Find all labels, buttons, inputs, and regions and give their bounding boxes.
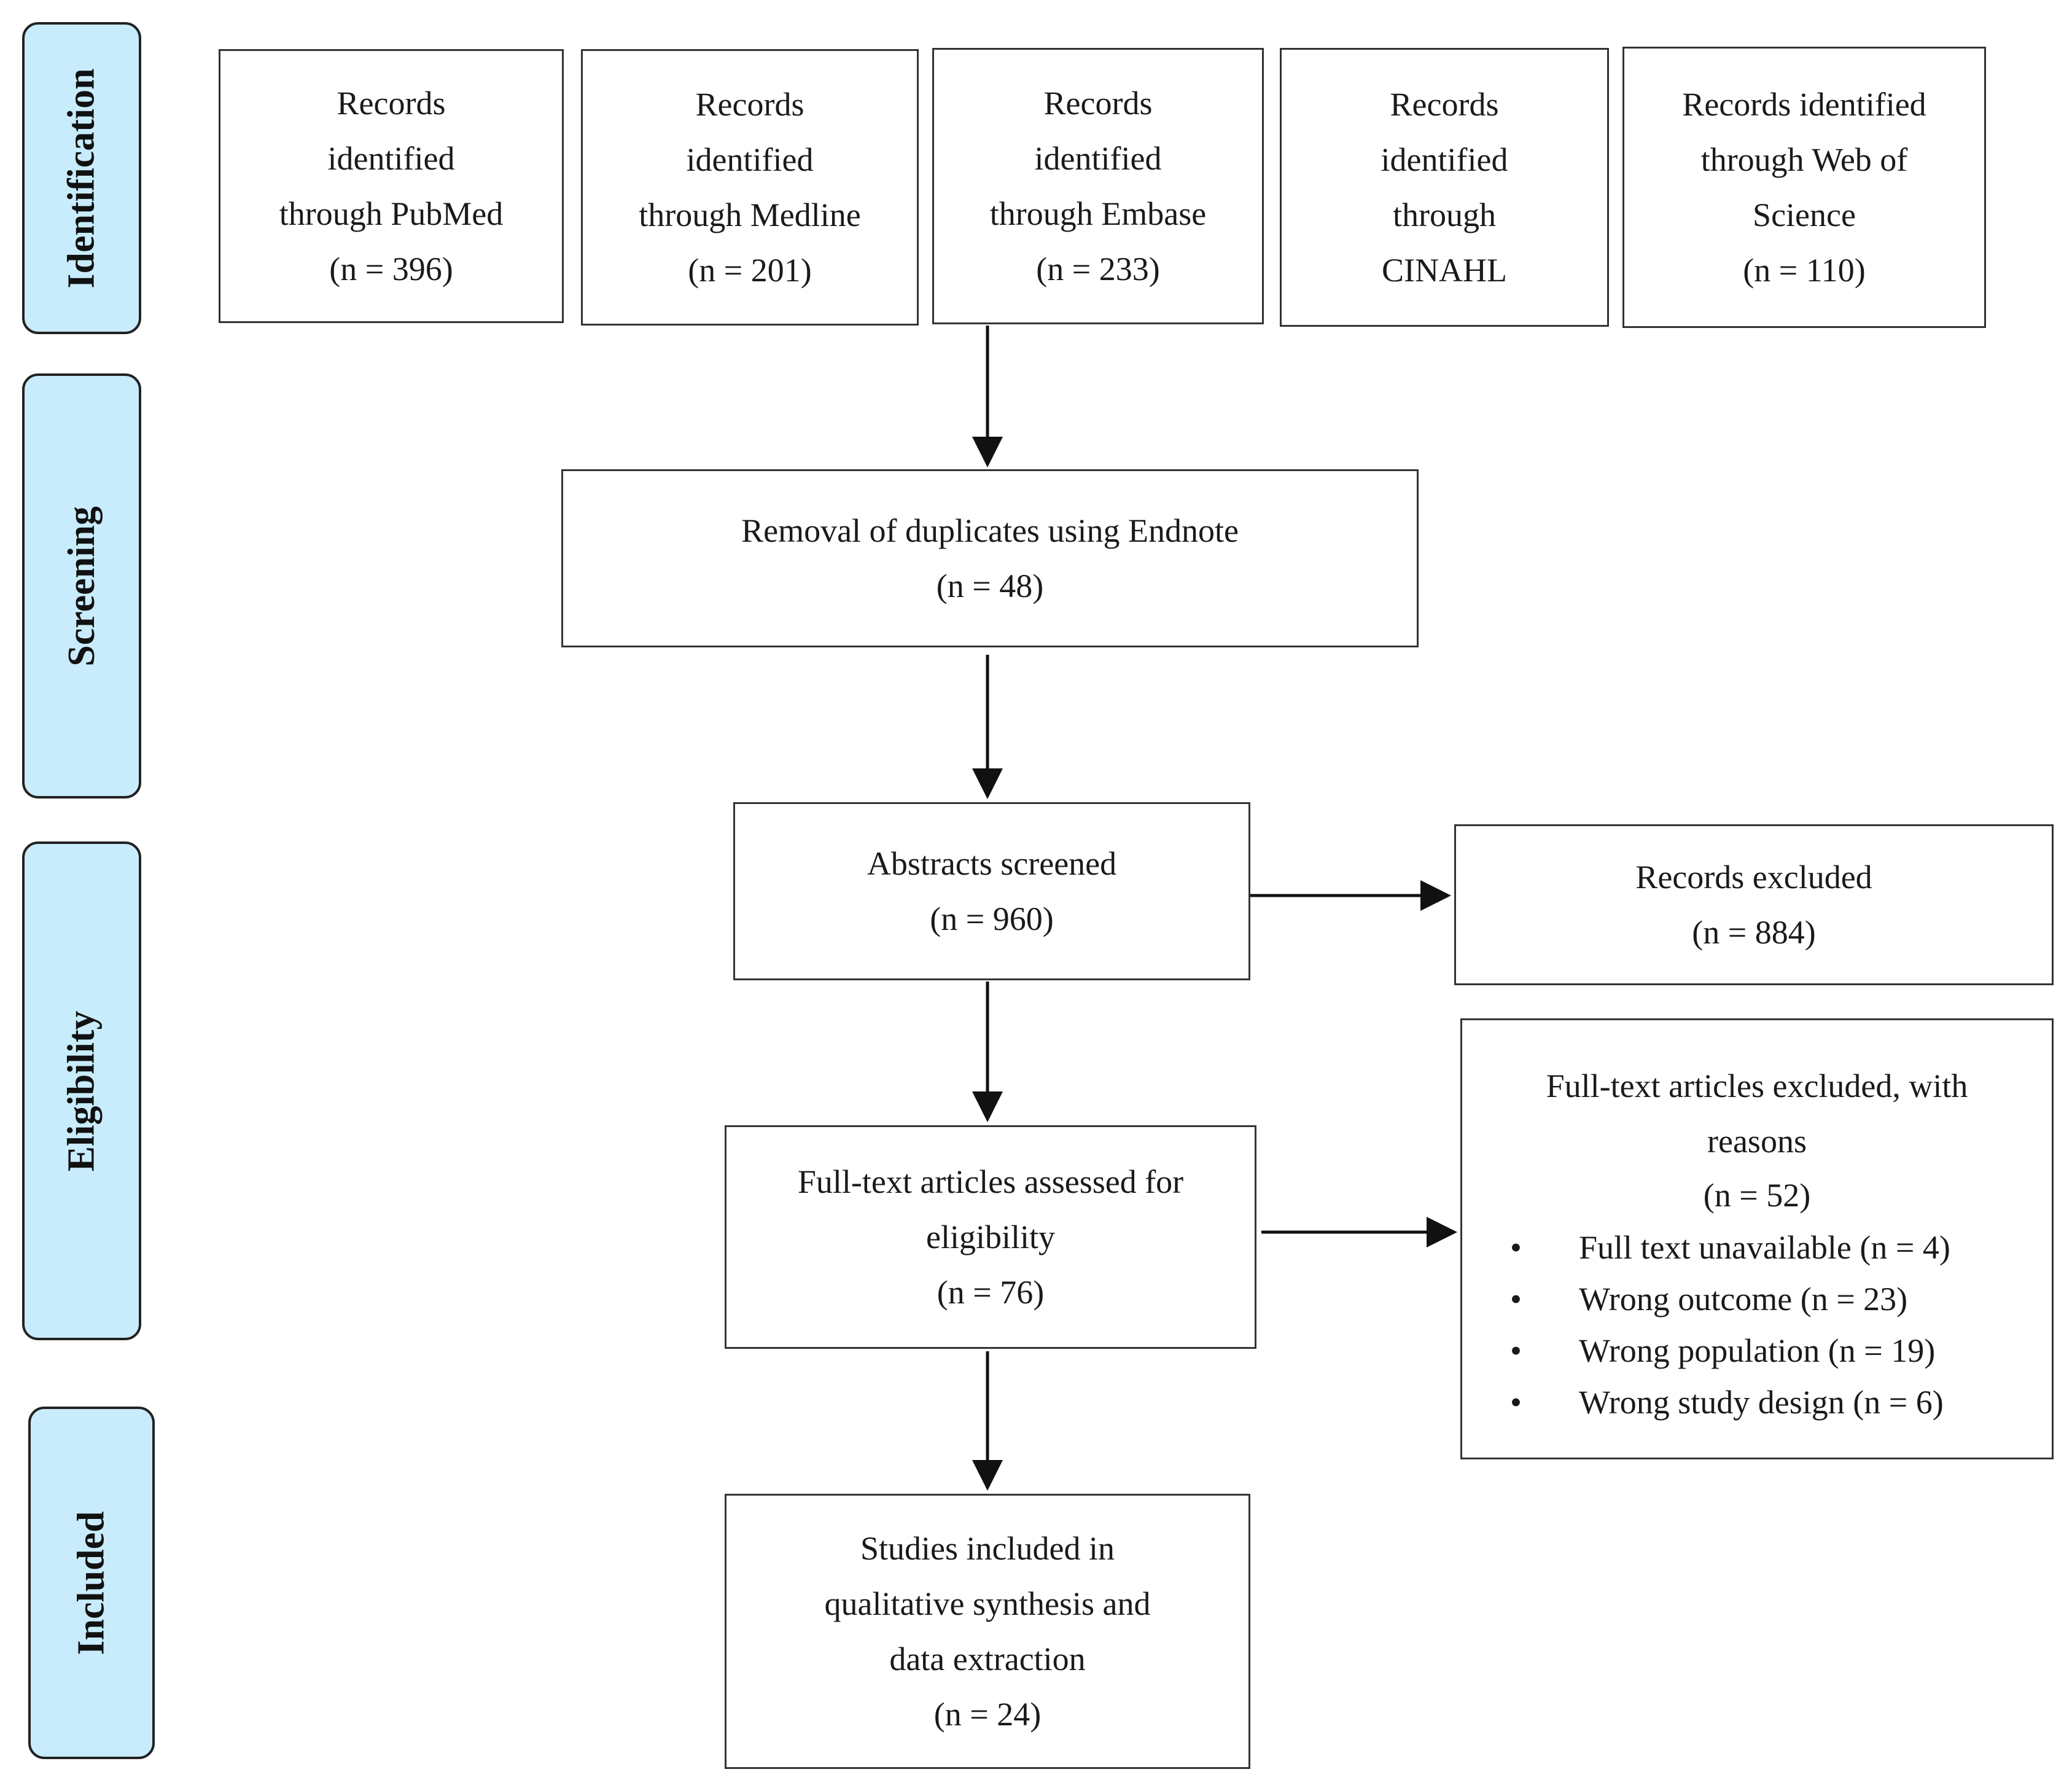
phase-label: Identification — [60, 68, 103, 289]
box-text-line: through — [1393, 197, 1496, 233]
box-text-line: Records — [337, 85, 446, 122]
exclusion-reasons-list: Full text unavailable (n = 4) Wrong outc… — [1462, 1222, 2052, 1428]
box-count: (n = 396) — [329, 251, 453, 287]
box-text-line: Records — [1390, 86, 1499, 123]
phase-label: Eligibility — [60, 1010, 103, 1171]
box-text-line: qualitative synthesis and — [824, 1585, 1151, 1622]
fulltext-excluded-box: Full-text articles excluded, with reason… — [1460, 1018, 2054, 1459]
abstracts-screened-box: Abstracts screened (n = 960) — [733, 802, 1250, 980]
box-text-line: Records — [695, 86, 804, 123]
box-text-line: through PubMed — [279, 195, 504, 232]
box-text-line: Full-text articles assessed for — [797, 1163, 1184, 1200]
box-text-line: identified — [686, 141, 814, 178]
source-box-pubmed: Records identified through PubMed (n = 3… — [219, 49, 564, 323]
box-text-line: reasons — [1707, 1123, 1807, 1160]
box-text-line: Science — [1753, 197, 1856, 233]
source-box-medline: Records identified through Medline (n = … — [581, 49, 919, 326]
box-count: (n = 52) — [1703, 1177, 1811, 1214]
box-text-line: Records — [1043, 85, 1153, 122]
box-text-line: identified — [327, 140, 455, 177]
box-text-line: through Medline — [639, 197, 861, 233]
box-text-line: Full-text articles excluded, with — [1546, 1068, 1968, 1104]
exclusion-reason-item: Wrong outcome (n = 23) — [1462, 1273, 2052, 1325]
phase-included: Included — [28, 1407, 155, 1759]
phase-eligibility: Eligibility — [22, 841, 141, 1340]
source-box-web-of-science: Records identified through Web of Scienc… — [1622, 47, 1986, 328]
box-text-line: Studies included in — [860, 1530, 1115, 1567]
box-text-line: identified — [1381, 141, 1508, 178]
phase-screening: Screening — [22, 373, 141, 798]
source-box-embase: Records identified through Embase (n = 2… — [932, 48, 1264, 324]
duplicates-box: Removal of duplicates using Endnote (n =… — [561, 469, 1419, 647]
box-text-line: CINAHL — [1382, 252, 1507, 289]
box-text-line: identified — [1034, 140, 1162, 177]
phase-label: Included — [70, 1510, 112, 1655]
box-text-line: Records excluded — [1635, 859, 1872, 896]
box-count: (n = 24) — [933, 1696, 1042, 1733]
exclusion-reason-item: Wrong study design (n = 6) — [1462, 1376, 2052, 1428]
box-text-line: Records identified — [1682, 86, 1926, 123]
box-text-line: eligibility — [926, 1219, 1055, 1255]
box-text-line: data extraction — [889, 1641, 1086, 1677]
box-count: (n = 960) — [930, 900, 1054, 937]
box-count: (n = 48) — [936, 568, 1044, 604]
phase-label: Screening — [60, 506, 103, 666]
studies-included-box: Studies included in qualitative synthesi… — [725, 1494, 1250, 1769]
box-count: (n = 201) — [688, 252, 812, 289]
box-count: (n = 76) — [937, 1274, 1045, 1311]
fulltext-assessed-box: Full-text articles assessed for eligibil… — [725, 1125, 1256, 1349]
box-text-line: Removal of duplicates using Endnote — [741, 512, 1239, 549]
source-box-cinahl: Records identified through CINAHL — [1280, 48, 1609, 327]
box-count: (n = 233) — [1036, 251, 1160, 287]
box-text-line: Abstracts screened — [867, 845, 1117, 882]
box-text-line: through Embase — [989, 195, 1207, 232]
box-text-line: through Web of — [1700, 141, 1908, 178]
box-count: (n = 110) — [1743, 252, 1866, 289]
exclusion-reason-item: Wrong population (n = 19) — [1462, 1325, 2052, 1376]
box-count: (n = 884) — [1692, 914, 1816, 951]
phase-identification: Identification — [22, 22, 141, 334]
exclusion-reason-item: Full text unavailable (n = 4) — [1462, 1222, 2052, 1273]
records-excluded-box: Records excluded (n = 884) — [1454, 824, 2054, 985]
